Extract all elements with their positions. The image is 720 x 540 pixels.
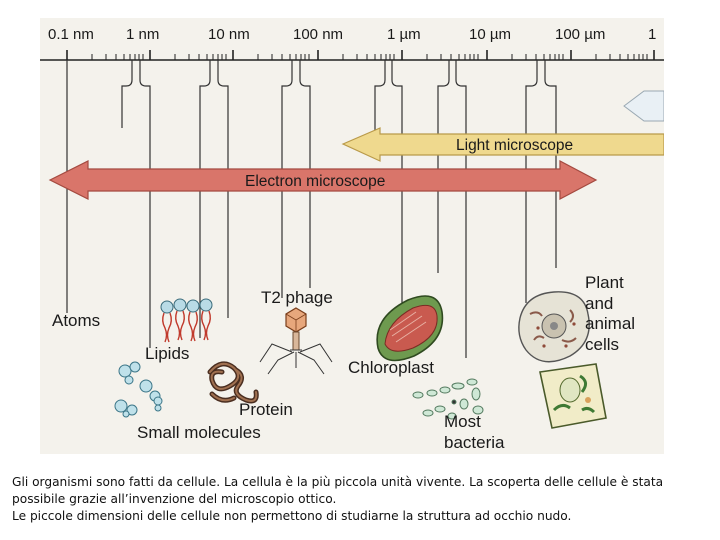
tick-label-0.1nm: 0.1 nm [48, 26, 94, 43]
tick-label-10nm: 10 nm [208, 26, 250, 43]
leader-chloroplast [374, 60, 403, 308]
label-chloroplast: Chloroplast [348, 358, 434, 377]
label-protein: Protein [239, 400, 293, 419]
leader-t2-phage [281, 60, 311, 298]
label-most: Most [444, 412, 481, 431]
leader-cells [525, 60, 557, 303]
label-and: and [585, 294, 613, 313]
electron-microscope-label: Electron microscope [245, 173, 385, 190]
leader-small-molecules [121, 60, 151, 348]
label-lipids: Lipids [145, 344, 189, 363]
label-animal: animal [585, 314, 635, 333]
animal-cell-illustration [518, 291, 590, 363]
plant-cell-illustration [539, 363, 607, 429]
label-small-molecules: Small molecules [137, 423, 261, 442]
t2-phage-illustration [259, 307, 333, 375]
light-microscope-label: Light microscope [456, 137, 573, 154]
naked-eye-arrow [623, 90, 664, 122]
diagram-labels: Atoms Lipids T2 phage Protein Small mole… [52, 273, 635, 452]
tick-label-10um: 10 µm [469, 26, 511, 43]
leader-bacteria [437, 60, 467, 358]
tick-label-100um: 100 µm [555, 26, 605, 43]
tick-label-100nm: 100 nm [293, 26, 343, 43]
light-microscope-arrow: Light microscope [341, 127, 664, 162]
caption-line-3: Le piccole dimensioni delle cellule non … [12, 509, 572, 523]
microscope-scale-diagram: 0.1 nm 1 nm 10 nm 100 nm 1 µm 10 µm 100 … [40, 18, 664, 454]
bacteria-illustration [412, 378, 484, 420]
caption-line-2: possibile grazie all’invenzione del micr… [12, 492, 337, 506]
caption-line-1: Gli organismi sono fatti da cellule. La … [12, 475, 664, 489]
scale-labels: 0.1 nm 1 nm 10 nm 100 nm 1 µm 10 µm 100 … [48, 26, 656, 43]
protein-illustration [207, 361, 259, 404]
tick-label-1mm: 1 [648, 26, 656, 43]
label-t2-phage: T2 phage [261, 288, 333, 307]
leader-lines [66, 60, 557, 358]
small-molecules-illustration [114, 361, 163, 418]
scale-ruler [40, 50, 664, 61]
label-atoms: Atoms [52, 311, 100, 330]
label-bacteria: bacteria [444, 433, 505, 452]
leader-lipids-protein [199, 60, 229, 338]
lipids-illustration [160, 298, 213, 343]
electron-microscope-arrow: Electron microscope [48, 160, 598, 200]
caption: Gli organismi sono fatti da cellule. La … [12, 474, 712, 525]
tick-label-1nm: 1 nm [126, 26, 159, 43]
tick-label-1um: 1 µm [387, 26, 421, 43]
chloroplast-illustration [376, 295, 444, 362]
label-plant: Plant [585, 273, 624, 292]
label-cells: cells [585, 335, 619, 354]
